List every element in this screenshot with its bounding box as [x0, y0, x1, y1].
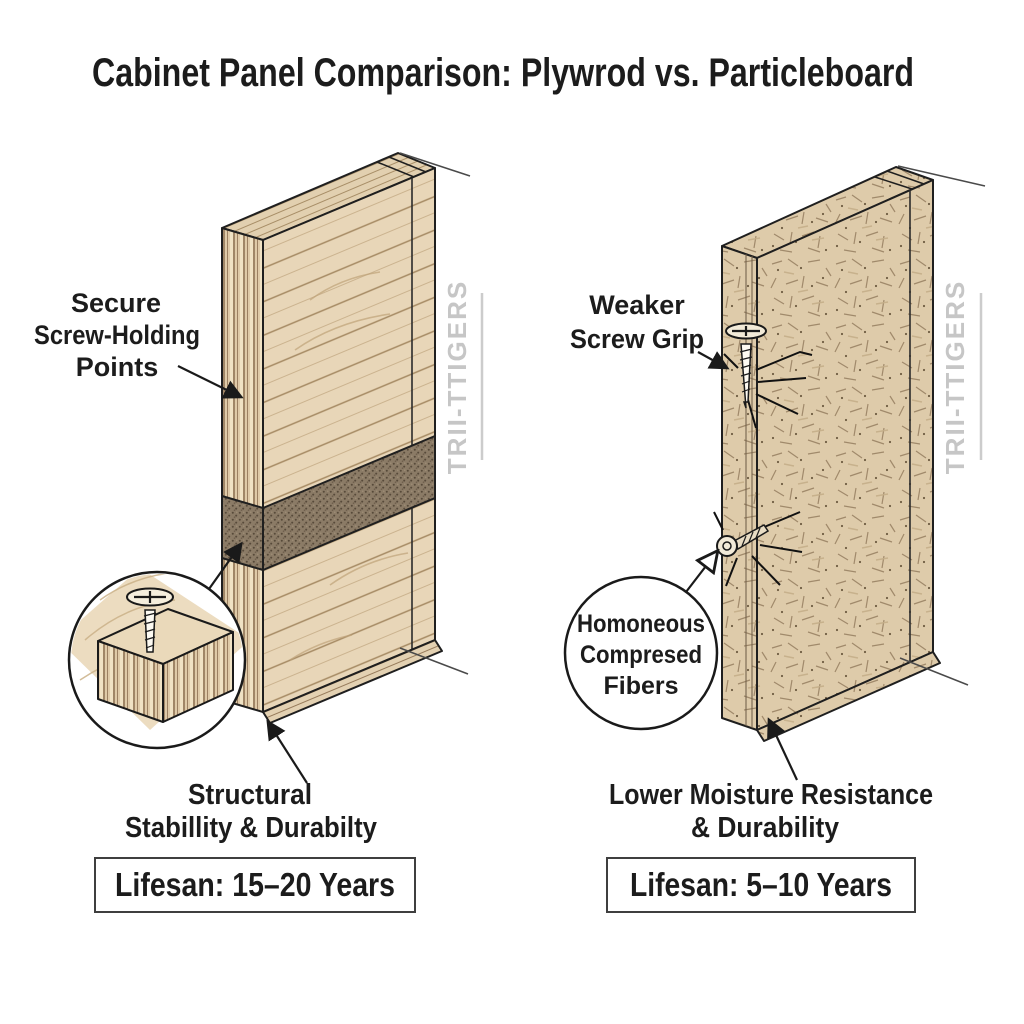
crack-lines: [723, 350, 813, 429]
structural-label-line-2: Stabillity & Durabilty: [125, 812, 377, 844]
plywood-top-seam: [376, 161, 415, 178]
weaker-grip-callout: Weaker Screw Grip: [570, 290, 730, 370]
fastener-head: [716, 535, 738, 557]
weaker-label-line-2: Screw Grip: [570, 324, 704, 354]
fiber-label-line-2: Compresed: [580, 641, 702, 669]
weaker-label-line-1: Weaker: [589, 290, 685, 320]
arrow-icon: [266, 719, 308, 784]
inset-leader-arrow: [208, 541, 243, 590]
fiber-label-line-1: Homoneous: [577, 610, 705, 638]
fiber-circle-outline: [563, 575, 719, 731]
secure-screw-callout: Secure Screw-Holding Points: [34, 288, 244, 399]
diagram-title: Cabinet Panel Comparison: Plywrod vs. Pa…: [92, 51, 914, 95]
watermark-left: TRII-TTIGERS: [442, 280, 484, 474]
lifespan-box-left: Lifesan: 15–20 Years: [94, 857, 416, 913]
perspective-line-top: [399, 152, 471, 177]
moisture-callout: Lower Moisture Resistance & Durability: [609, 717, 933, 844]
particleboard-bottom-face: [756, 651, 941, 742]
arrow-icon: [177, 365, 244, 399]
lifespan-box-right: Lifesan: 5–10 Years: [606, 857, 916, 913]
inset-circle: [67, 541, 247, 750]
perspective-line-bottom: [399, 647, 469, 675]
plywood-bottom-face: [262, 639, 443, 724]
lifespan-box-left-border: [94, 857, 416, 913]
block-left-face: [97, 640, 164, 723]
fiber-label-line-3: Fibers: [603, 672, 678, 700]
inset-plywood-block: [97, 608, 234, 723]
perspective-line-bottom: [899, 657, 969, 686]
secure-label-line-2: Screw-Holding: [34, 320, 200, 350]
particleboard-panel: [721, 165, 986, 742]
lifespan-box-right-border: [606, 857, 916, 913]
lifespan-text-right: Lifesan: 5–10 Years: [630, 866, 892, 903]
secure-label-line-3: Points: [76, 352, 159, 382]
watermark-text-right: TRII-TTIGERS: [940, 280, 970, 474]
fiber-circle-callout: Homoneous Compresed Fibers: [563, 553, 719, 731]
particleboard-front-face: [756, 179, 934, 731]
structural-label-line-1: Structural: [188, 779, 312, 811]
plywood-grain-arcs: [289, 271, 409, 661]
particleboard-top-seam: [874, 176, 913, 190]
glue-band-edge: [221, 495, 264, 571]
moisture-label-line-1: Lower Moisture Resistance: [609, 779, 933, 811]
structural-callout: Structural Stabillity & Durabilty: [125, 719, 377, 844]
watermark-right: TRII-TTIGERS: [940, 280, 983, 474]
arrow-icon: [767, 717, 798, 781]
particleboard-top-seam: [886, 170, 925, 185]
watermark-text-left: TRII-TTIGERS: [442, 280, 472, 474]
arrow-icon: [697, 351, 730, 370]
plywood-panel: [221, 152, 471, 724]
cam-fastener-icon: [713, 511, 803, 587]
screw-icon-particleboard: [723, 322, 813, 429]
plywood-top-seam: [388, 156, 427, 173]
lifespan-text-left: Lifesan: 15–20 Years: [115, 866, 395, 903]
perspective-line-top: [897, 165, 986, 187]
plywood-front-face: [262, 167, 436, 713]
circle-leader-arrow: [685, 553, 716, 593]
secure-label-line-1: Secure: [71, 288, 161, 318]
moisture-label-line-2: & Durability: [691, 812, 839, 844]
screw-shaft: [740, 343, 752, 409]
screw-icon: [126, 587, 174, 653]
